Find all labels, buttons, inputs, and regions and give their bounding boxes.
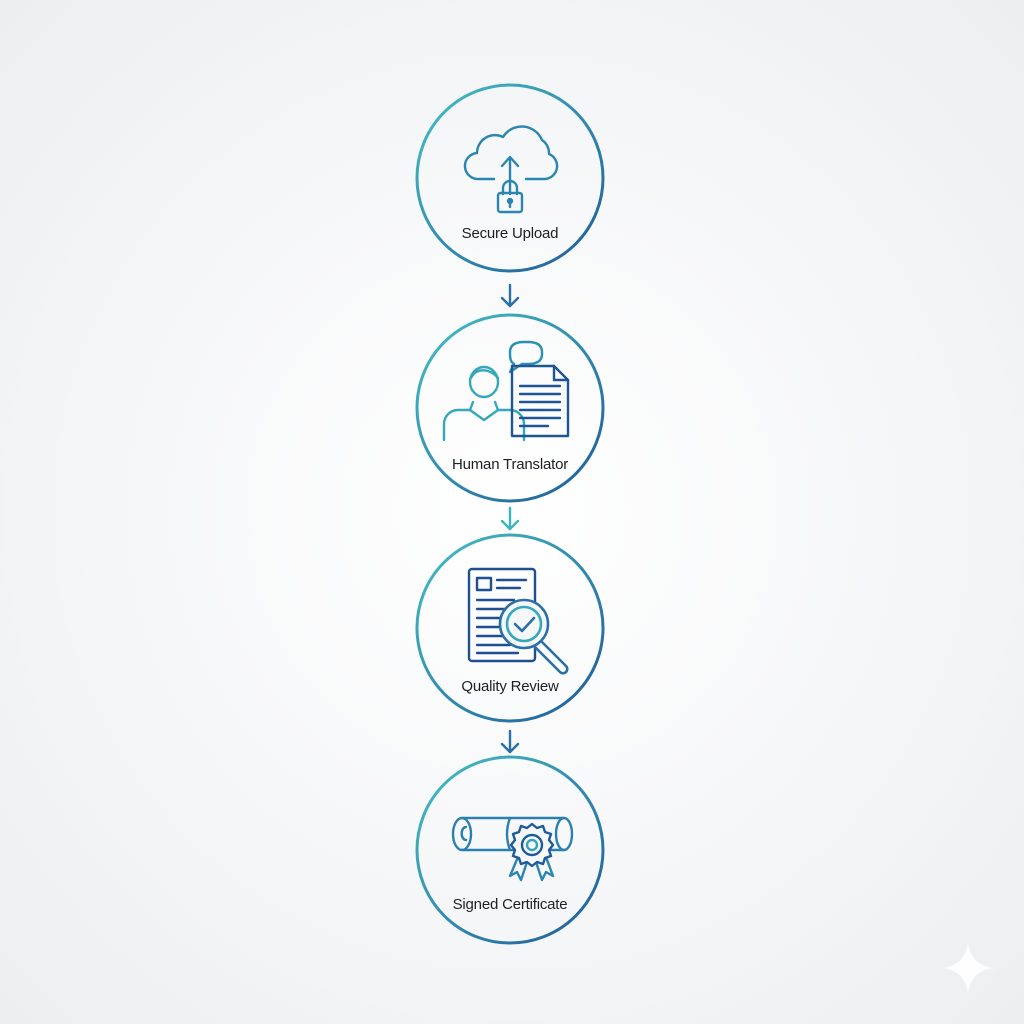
translator-speech-document-icon [442, 340, 570, 442]
document-magnifier-check-icon [467, 567, 569, 675]
arrow-down-icon [500, 506, 520, 531]
arrow-down-icon [500, 729, 520, 754]
sparkle-icon [942, 942, 994, 994]
step-signed-certificate: Signed Certificate [414, 754, 606, 946]
step-label: Signed Certificate [452, 896, 568, 913]
step-human-translator: Human Translator [414, 312, 606, 504]
step-secure-upload: Secure Upload [414, 82, 606, 274]
step-quality-review: Quality Review [414, 532, 606, 724]
arrow-down-icon [500, 283, 520, 308]
step-label: Human Translator [451, 456, 569, 473]
step-ring [415, 533, 605, 723]
step-label: Secure Upload [461, 225, 559, 242]
certificate-scroll-ribbon-icon [451, 816, 574, 882]
step-label: Quality Review [461, 678, 559, 695]
step-ring [415, 313, 605, 503]
cloud-upload-lock-icon [463, 125, 559, 214]
step-ring [415, 755, 605, 945]
step-ring [415, 83, 605, 273]
